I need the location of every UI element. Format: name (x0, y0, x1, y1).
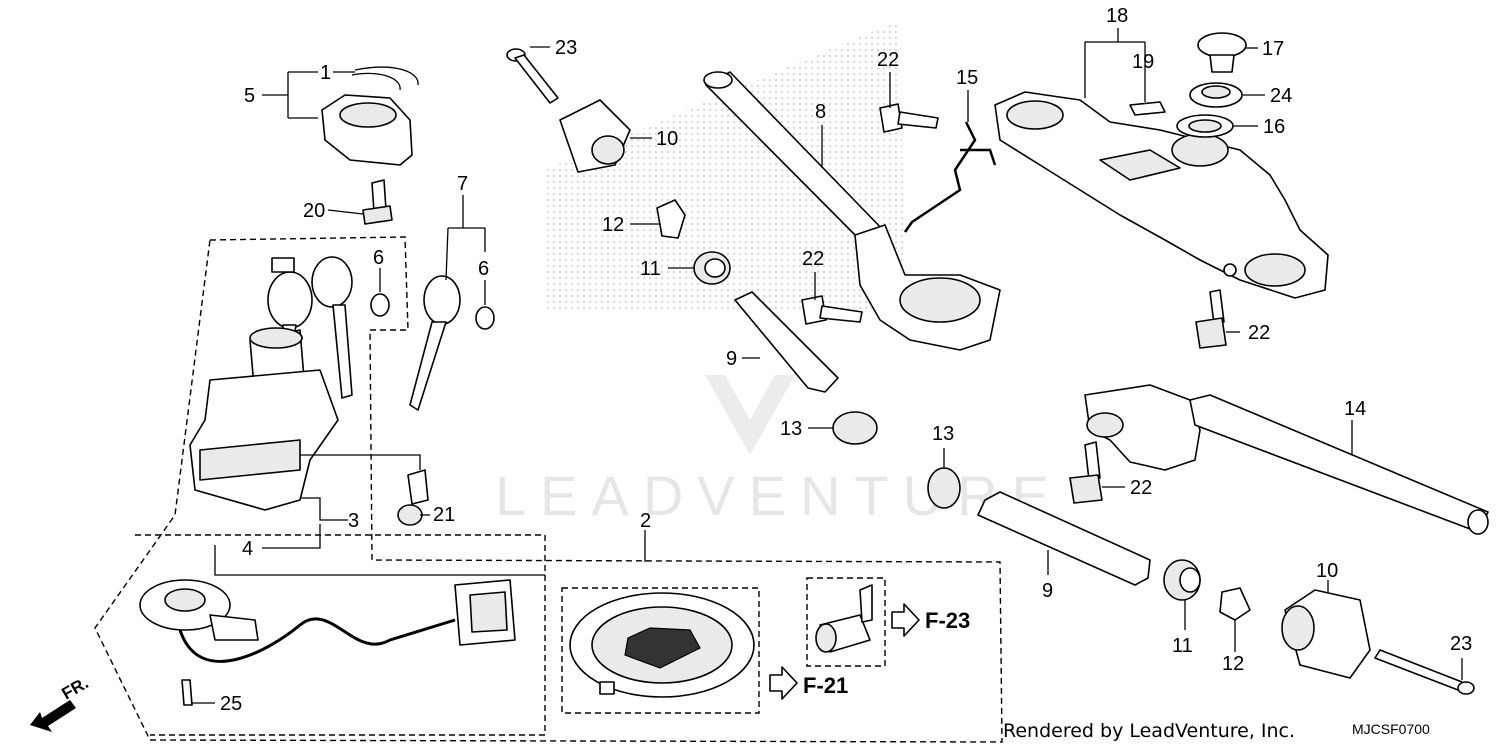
callout-23-right: 23 (1450, 633, 1472, 655)
nut-24-part (1189, 82, 1243, 108)
top-bridge-part (994, 91, 1329, 299)
key-blank-part (409, 275, 461, 411)
screw-23-top-part (506, 48, 559, 104)
callout-3: 3 (348, 510, 359, 532)
callout-7: 7 (457, 173, 468, 195)
washer-19-part (1129, 101, 1166, 116)
ref-label-f23: F-23 (925, 608, 970, 633)
callout-15: 15 (956, 67, 978, 89)
key-set-part (267, 256, 353, 399)
callout-16: 16 (1263, 116, 1285, 138)
fuel-cap-part (569, 592, 755, 698)
switch-cover-part (321, 94, 413, 166)
callout-23-top: 23 (555, 37, 577, 59)
ignition-assembly-boundary (94, 236, 1003, 743)
callout-25: 25 (220, 693, 242, 715)
ref-label-f21: F-21 (803, 673, 848, 698)
circlip-part (351, 66, 419, 91)
leader-lines (192, 28, 1463, 704)
inner-weight-right-part (977, 491, 1151, 586)
bolt-22-bridge-part (1195, 289, 1227, 349)
callout-4: 4 (242, 538, 253, 560)
callout-10-top: 10 (656, 128, 678, 150)
bar-end-weight-top-part (559, 99, 631, 173)
watermark: LEADVENTURE (495, 375, 1063, 527)
bar-end-weight-right-part (1281, 589, 1371, 679)
callout-22-bridge: 22 (1248, 322, 1270, 344)
washer-16-part (1176, 114, 1234, 138)
callout-2: 2 (640, 510, 651, 532)
ring-13-top-part (832, 411, 878, 445)
credit-text: Rendered by LeadVenture, Inc. (1003, 720, 1295, 742)
ref-arrow-f21 (769, 666, 798, 700)
clip-right-part (1219, 587, 1251, 621)
rubber-right-part (1163, 559, 1201, 601)
callout-21: 21 (433, 504, 455, 526)
immobilizer-sensor-part (139, 579, 516, 706)
screw-23-right-part (1374, 649, 1475, 695)
callout-11-right: 11 (1172, 635, 1193, 657)
cap-17-part (1197, 32, 1247, 73)
front-direction-label: FR. (59, 673, 92, 703)
ref-arrow-f23 (891, 603, 920, 637)
right-handlebar-part (1084, 384, 1489, 535)
callout-20: 20 (303, 200, 325, 222)
callout-11-top: 11 (640, 258, 661, 280)
callout-19: 19 (1132, 51, 1154, 73)
callout-12-right: 12 (1222, 653, 1244, 675)
bolt-22-handlebar-part (1069, 441, 1103, 504)
callout-22-lower: 22 (802, 248, 824, 270)
callout-6-left: 6 (373, 247, 384, 269)
watermark-text: LEADVENTURE (495, 464, 1063, 527)
callout-18: 18 (1106, 5, 1128, 27)
ignition-switch-body-part (189, 327, 339, 511)
callout-1: 1 (320, 62, 331, 84)
fuel-cap-boundary (561, 587, 760, 714)
diagram-code: MJCSF0700 (1352, 721, 1430, 737)
rubber-top-part (693, 251, 731, 285)
callout-22-upper: 22 (877, 49, 899, 71)
screw-21-part (397, 469, 429, 526)
screw-20-part (362, 179, 393, 225)
bolt-22-lower-part (801, 295, 863, 325)
wire-bracket-part (903, 121, 997, 233)
dotted-background (545, 20, 905, 310)
left-handlebar-part (703, 71, 1001, 351)
sensor-harness-boundary (135, 534, 546, 736)
front-direction-arrow: FR. (30, 673, 92, 732)
lock-cylinder-part (815, 584, 873, 653)
callout-13-top: 13 (780, 418, 802, 440)
callout-10-right: 10 (1316, 560, 1338, 582)
callout-17: 17 (1262, 38, 1284, 60)
callout-12-top: 12 (602, 214, 624, 236)
callout-6-right: 6 (478, 258, 489, 280)
inner-weight-top-part (734, 291, 839, 393)
callout-8: 8 (815, 101, 826, 123)
o-ring-left-part (370, 293, 390, 317)
callout-24: 24 (1270, 85, 1292, 107)
callout-13-right: 13 (932, 423, 954, 445)
ring-13-right-part (927, 467, 961, 509)
callout-22-handlebar: 22 (1130, 477, 1152, 499)
o-ring-right-part (475, 306, 495, 330)
callout-14: 14 (1344, 398, 1366, 420)
callout-9-top: 9 (726, 348, 737, 370)
callout-9-right: 9 (1042, 580, 1053, 602)
callout-labels: 5 1 20 6 7 6 3 4 21 2 25 23 10 12 11 9 1… (220, 5, 1472, 715)
lock-cylinder-boundary (806, 577, 886, 667)
bolt-22-upper-part (879, 103, 939, 133)
clip-top-part (656, 199, 686, 239)
callout-5: 5 (244, 85, 255, 107)
